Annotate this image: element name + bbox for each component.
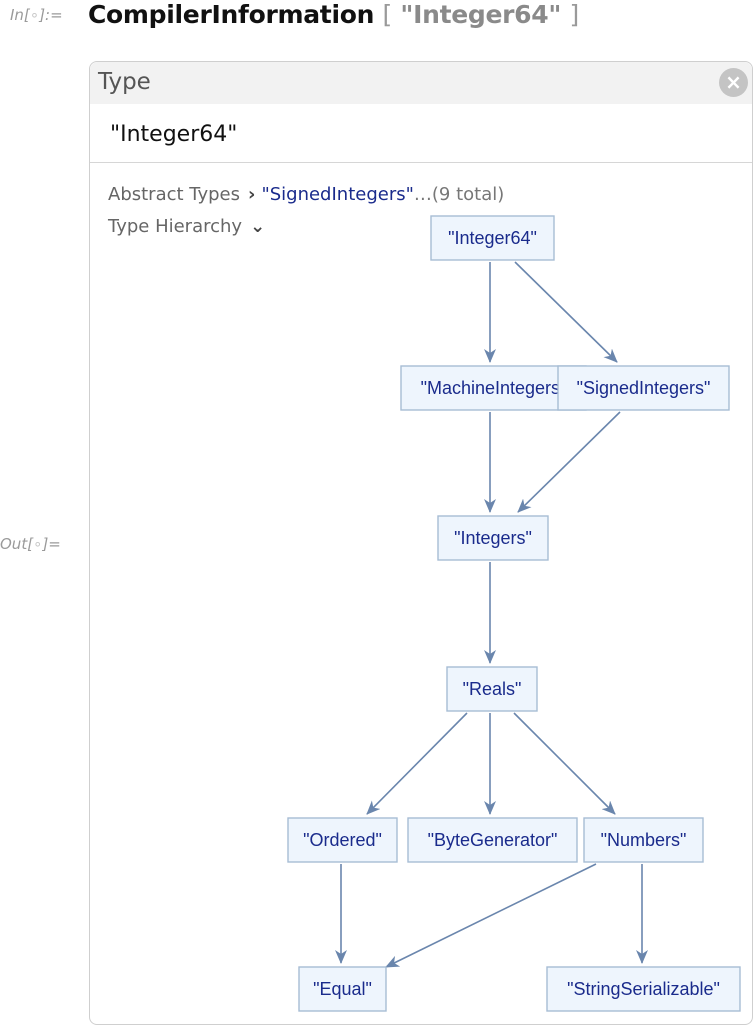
edge-integer64-to-signedintegers	[514, 261, 618, 363]
cell-dot-icon: ∘	[29, 6, 40, 24]
input-expression[interactable]: CompilerInformation [ "Integer64" ]	[88, 0, 579, 29]
abstract-types-total: (9 total)	[431, 184, 505, 205]
close-bracket: ]	[569, 0, 580, 29]
chevron-right-icon[interactable]: ›	[248, 184, 256, 205]
type-hierarchy-label: Type Hierarchy	[108, 216, 243, 237]
node-box	[298, 966, 387, 1012]
function-argument: "Integer64"	[400, 0, 562, 29]
node-signedintegers[interactable]: "SignedIntegers"	[557, 365, 730, 411]
node-box	[583, 817, 704, 863]
chevron-down-icon[interactable]: ⌄	[250, 216, 266, 237]
node-label: "Integer64"	[448, 228, 537, 248]
node-box	[407, 817, 578, 863]
function-name: CompilerInformation	[88, 0, 375, 29]
type-name: "Integer64"	[110, 122, 238, 147]
node-label: "MachineIntegers"	[421, 378, 567, 398]
divider	[90, 162, 752, 163]
edge-reals-to-ordered	[366, 712, 468, 815]
node-label: "Integers"	[454, 528, 532, 548]
abstract-types-label: Abstract Types	[108, 184, 241, 205]
edge-reals-to-numbers	[513, 712, 616, 815]
node-integer64[interactable]: "Integer64"	[430, 215, 555, 261]
node-label: "ByteGenerator"	[428, 830, 558, 850]
node-reals[interactable]: "Reals"	[446, 666, 538, 712]
node-label: "Reals"	[463, 679, 522, 699]
node-stringserializable[interactable]: "StringSerializable"	[546, 966, 741, 1012]
abstract-type-value: "SignedIntegers"	[261, 184, 414, 205]
node-box	[546, 966, 741, 1012]
panel-header: Type ×	[90, 62, 752, 104]
node-box	[437, 515, 549, 561]
node-label: "SignedIntegers"	[577, 378, 711, 398]
node-equal[interactable]: "Equal"	[298, 966, 387, 1012]
node-box	[287, 817, 398, 863]
abstract-types-row[interactable]: Abstract Types ›"SignedIntegers"…(9 total…	[108, 184, 504, 205]
node-box	[430, 215, 555, 261]
panel-title: Type	[98, 69, 151, 95]
node-label: "StringSerializable"	[567, 979, 720, 999]
edge-signedintegers-to-integers	[517, 411, 621, 513]
node-machineintegers[interactable]: "MachineIntegers"	[400, 365, 587, 411]
close-icon[interactable]: ×	[719, 68, 748, 97]
node-integers[interactable]: "Integers"	[437, 515, 549, 561]
node-numbers[interactable]: "Numbers"	[583, 817, 704, 863]
node-box	[557, 365, 730, 411]
node-box	[400, 365, 587, 411]
open-bracket: [	[382, 0, 393, 29]
output-cell-label: Out[∘]=	[0, 535, 61, 553]
node-ordered[interactable]: "Ordered"	[287, 817, 398, 863]
node-bytegenerator[interactable]: "ByteGenerator"	[407, 817, 578, 863]
node-label: "Equal"	[313, 979, 372, 999]
edge-numbers-to-equal	[385, 863, 597, 968]
input-cell-label: In[∘]:=	[10, 6, 63, 24]
cell-dot-icon: ∘	[33, 535, 43, 553]
type-hierarchy-row[interactable]: Type Hierarchy ⌄	[108, 216, 271, 237]
node-label: "Ordered"	[303, 830, 382, 850]
abstract-types-ellipsis: …	[413, 184, 432, 205]
node-label: "Numbers"	[601, 830, 687, 850]
node-box	[446, 666, 538, 712]
